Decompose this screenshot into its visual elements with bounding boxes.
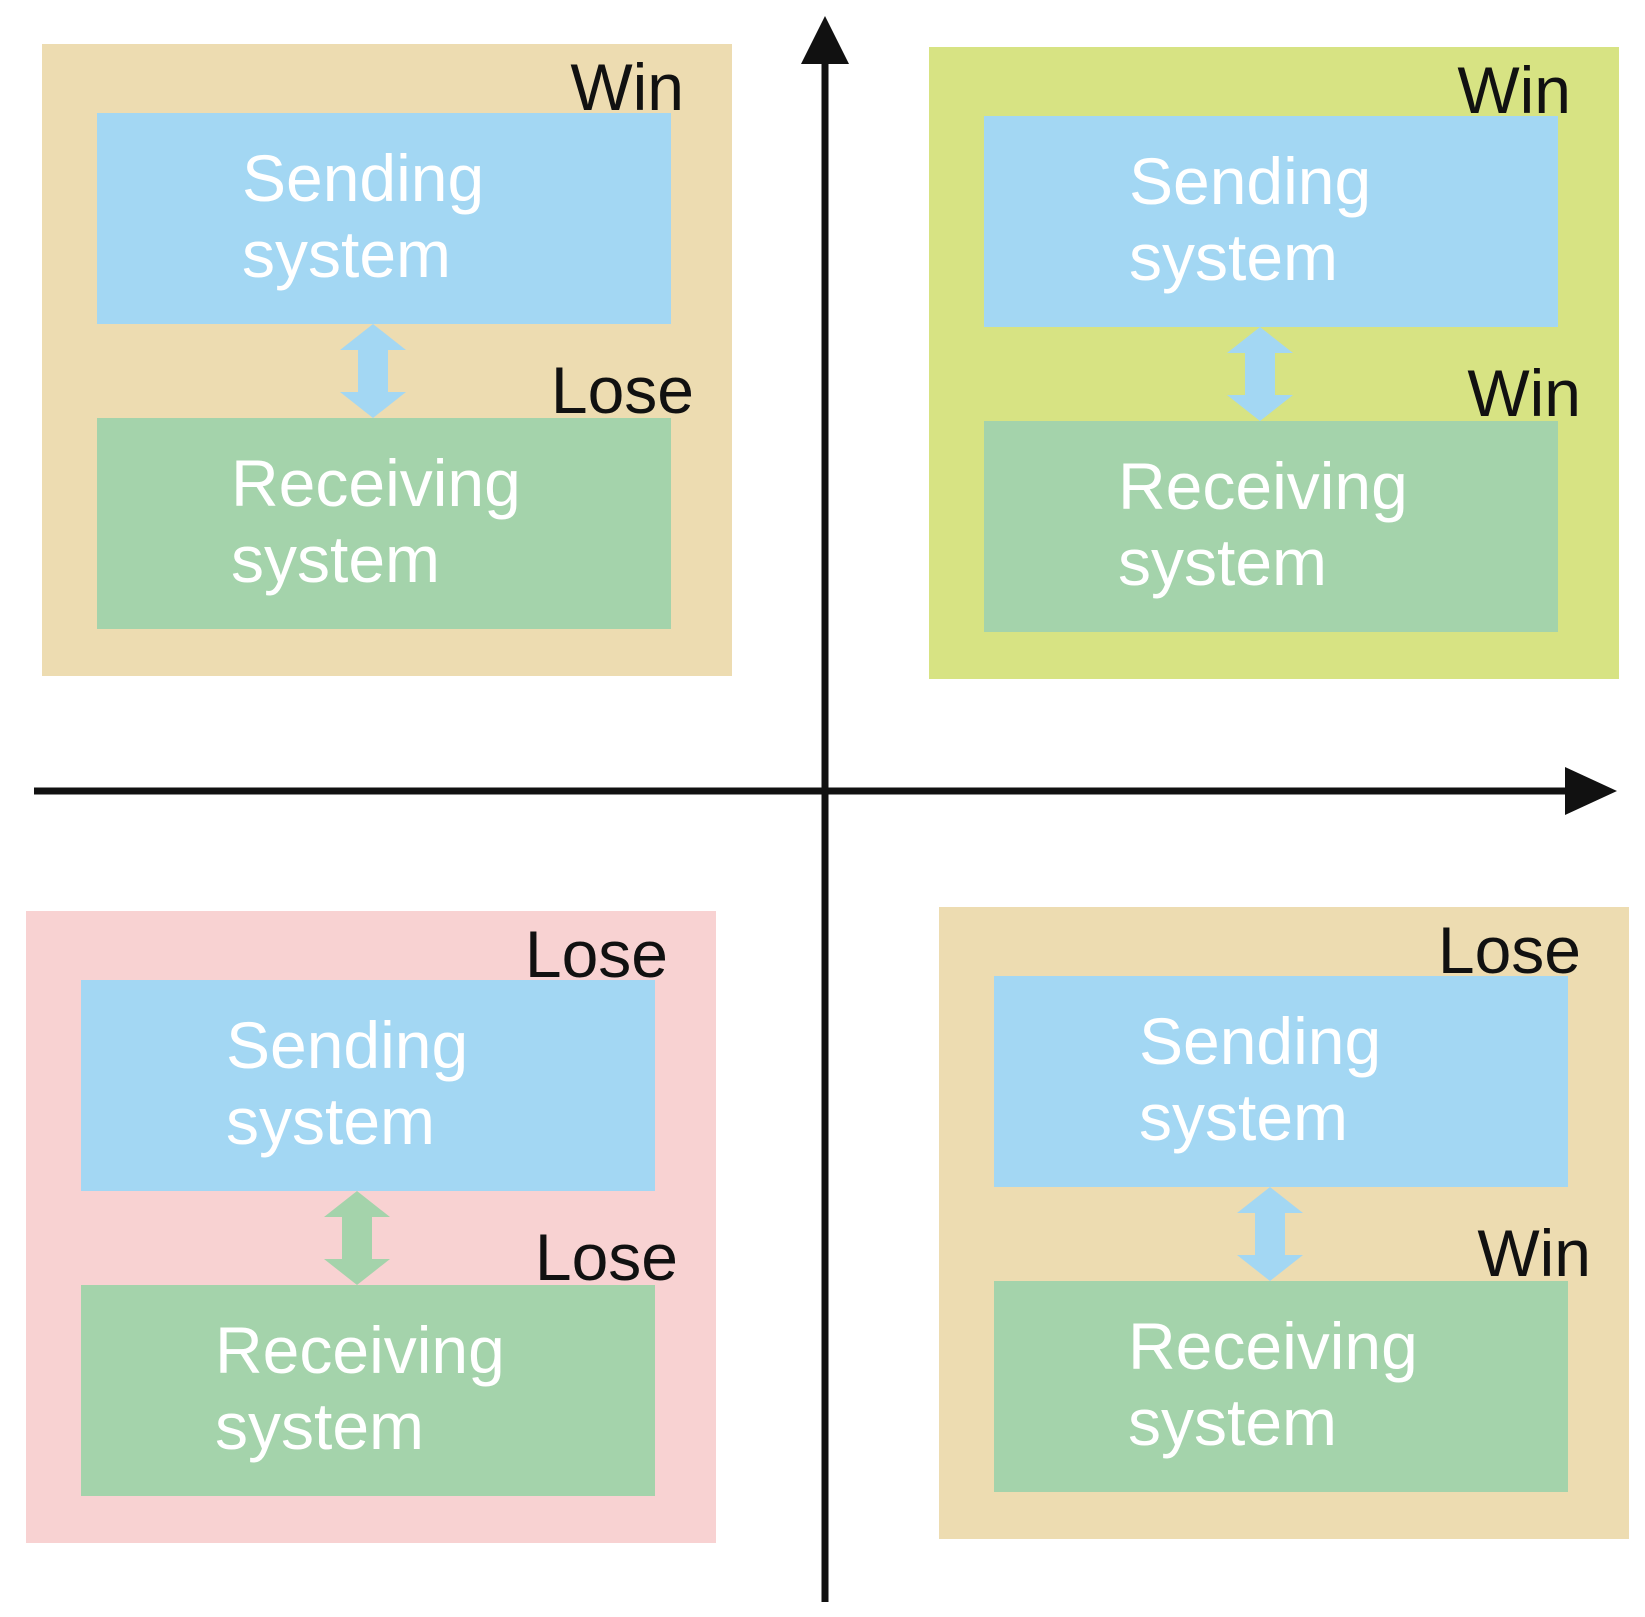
sending-outcome-label: Lose xyxy=(1437,913,1581,987)
sending-system-label: Sending system xyxy=(226,1008,469,1158)
sending-system-label: Sending system xyxy=(1139,1004,1382,1154)
sending-outcome-label: Win xyxy=(1457,53,1571,127)
sending-system-box: Sending system xyxy=(984,116,1558,327)
double-arrow-icon xyxy=(340,324,406,418)
receiving-system-label: Receiving system xyxy=(1128,1309,1418,1459)
sending-system-box: Sending system xyxy=(97,113,671,324)
sending-system-label: Sending system xyxy=(242,141,485,291)
sending-system-box: Sending system xyxy=(994,976,1568,1187)
receiving-system-label: Receiving system xyxy=(215,1313,505,1463)
sending-outcome-label: Lose xyxy=(524,917,668,991)
receiving-system-box: Receiving system xyxy=(81,1285,655,1496)
sending-system-box: Sending system xyxy=(81,980,655,1191)
double-arrow-icon xyxy=(1237,1187,1303,1281)
receiving-system-label: Receiving system xyxy=(1118,449,1408,599)
receiving-system-box: Receiving system xyxy=(97,418,671,629)
quadrant-top-right: Win Sending system Win Receiving system xyxy=(929,47,1619,679)
receiving-outcome-label: Win xyxy=(1467,356,1581,430)
receiving-system-label: Receiving system xyxy=(231,446,521,596)
quadrant-bottom-right: Lose Sending system Win Receiving system xyxy=(939,907,1629,1539)
receiving-system-box: Receiving system xyxy=(984,421,1558,632)
quadrant-top-left: Win Sending system Lose Receiving system xyxy=(42,44,732,676)
double-arrow-icon xyxy=(324,1191,390,1285)
horizontal-axis-arrowhead xyxy=(1565,767,1617,815)
quadrant-bottom-left: Lose Sending system Lose Receiving syste… xyxy=(26,911,716,1543)
receiving-outcome-label: Win xyxy=(1477,1216,1591,1290)
receiving-outcome-label: Lose xyxy=(534,1220,678,1294)
double-arrow-icon xyxy=(1227,327,1293,421)
receiving-outcome-label: Lose xyxy=(550,353,694,427)
sending-system-label: Sending system xyxy=(1129,144,1372,294)
vertical-axis-arrowhead xyxy=(801,16,849,64)
receiving-system-box: Receiving system xyxy=(994,1281,1568,1492)
sending-outcome-label: Win xyxy=(570,50,684,124)
